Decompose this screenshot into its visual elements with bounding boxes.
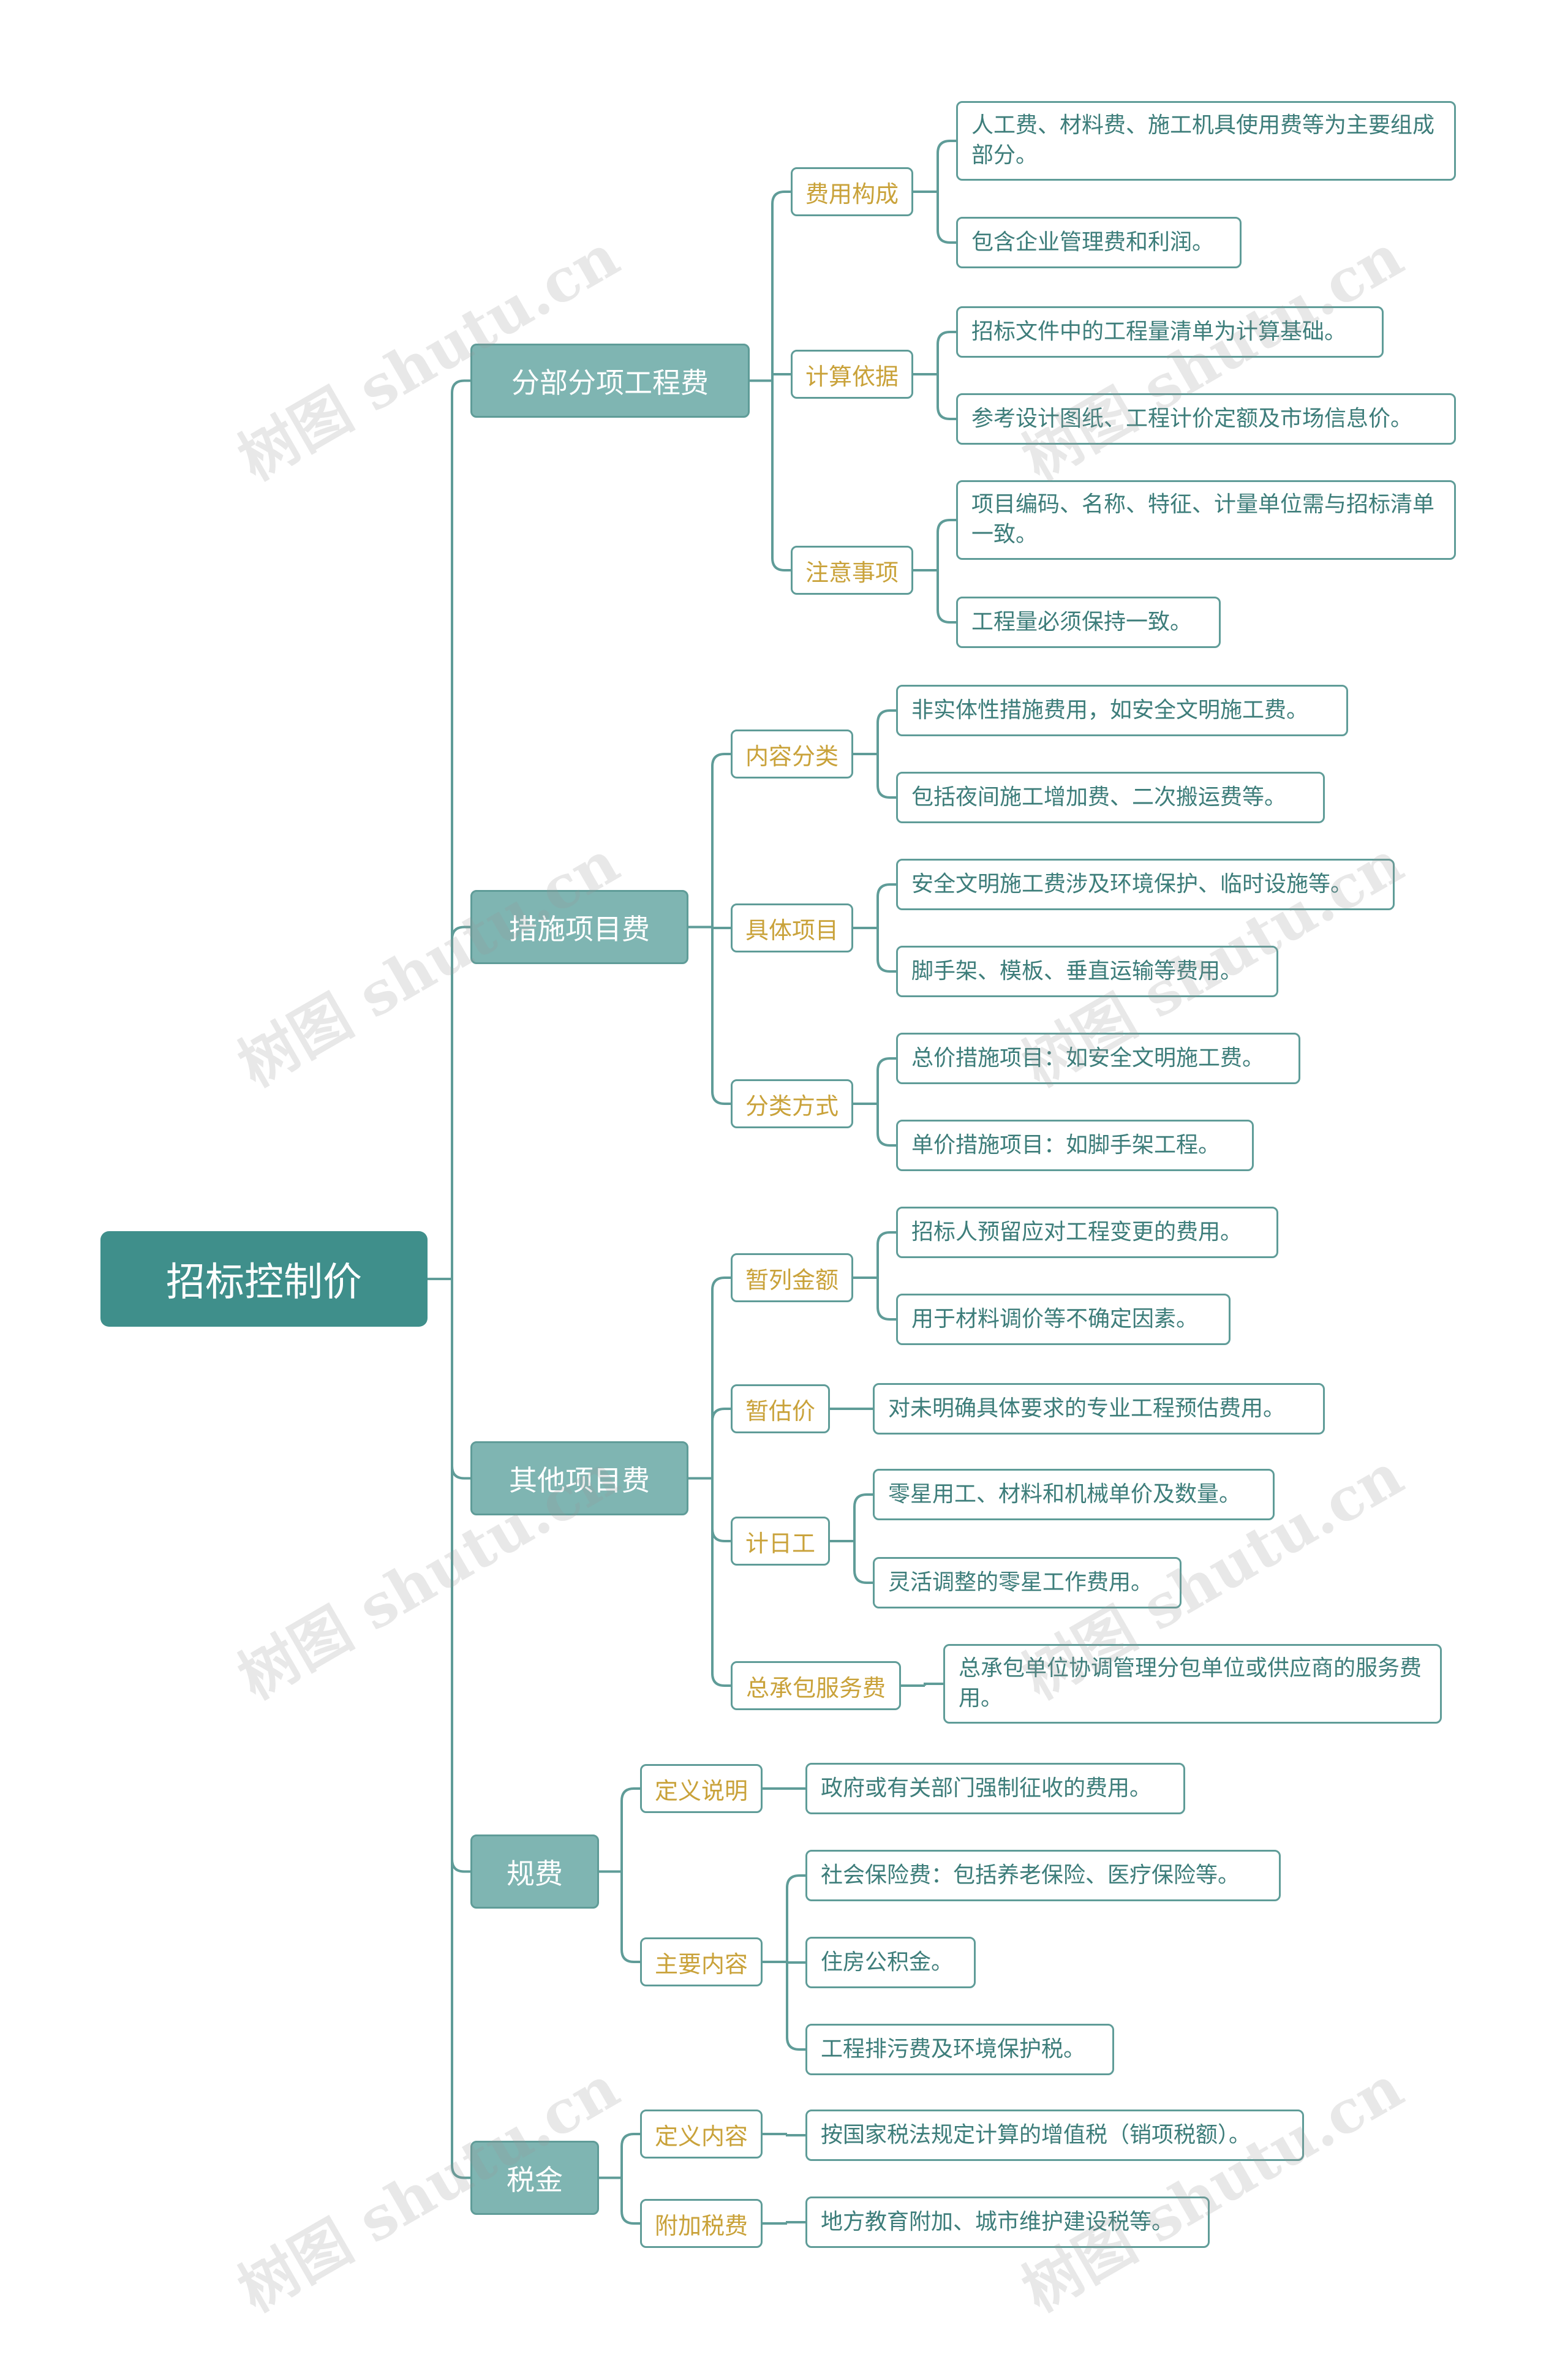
category-zongchengbao-fuwufei[interactable]: 总承包服务费 bbox=[731, 1661, 901, 1710]
connector-line bbox=[599, 2133, 640, 2225]
category-feiyong-goucheng[interactable]: 费用构成 bbox=[791, 167, 913, 216]
branch-guifei[interactable]: 规费 bbox=[470, 1834, 599, 1909]
leaf-item[interactable]: 按国家税法规定计算的增值税（销项税额）。 bbox=[805, 2110, 1304, 2161]
root-node[interactable]: 招标控制价 bbox=[100, 1231, 428, 1327]
leaf-item[interactable]: 总价措施项目：如安全文明施工费。 bbox=[896, 1033, 1300, 1084]
category-zanlie-jine[interactable]: 暂列金额 bbox=[731, 1253, 853, 1302]
leaf-item[interactable]: 非实体性措施费用，如安全文明施工费。 bbox=[896, 685, 1348, 736]
branch-fenbu[interactable]: 分部分项工程费 bbox=[470, 344, 750, 418]
leaf-item[interactable]: 灵活调整的零星工作费用。 bbox=[873, 1557, 1182, 1608]
category-jisuan-yiju[interactable]: 计算依据 bbox=[791, 350, 913, 399]
connector-line bbox=[688, 1276, 731, 1687]
leaf-item[interactable]: 项目编码、名称、特征、计量单位需与招标清单一致。 bbox=[956, 480, 1456, 560]
branch-cuoshi[interactable]: 措施项目费 bbox=[470, 890, 688, 964]
connector-line bbox=[901, 1683, 943, 1687]
leaf-item[interactable]: 安全文明施工费涉及环境保护、临时设施等。 bbox=[896, 859, 1395, 910]
leaf-item[interactable]: 社会保险费：包括养老保险、医疗保险等。 bbox=[805, 1850, 1281, 1901]
connector-line bbox=[688, 753, 731, 1105]
leaf-item[interactable]: 地方教育附加、城市维护建设税等。 bbox=[805, 2196, 1210, 2248]
leaf-item[interactable]: 总承包单位协调管理分包单位或供应商的服务费用。 bbox=[943, 1644, 1442, 1724]
leaf-item[interactable]: 零星用工、材料和机械单价及数量。 bbox=[873, 1469, 1275, 1520]
category-fujia-shuifei[interactable]: 附加税费 bbox=[640, 2199, 763, 2248]
connector-line bbox=[913, 140, 956, 244]
leaf-item[interactable]: 用于材料调价等不确定因素。 bbox=[896, 1294, 1231, 1345]
leaf-item[interactable]: 包含企业管理费和利润。 bbox=[956, 217, 1242, 268]
category-dingyi-neirong[interactable]: 定义内容 bbox=[640, 2110, 763, 2159]
category-jirigong[interactable]: 计日工 bbox=[731, 1517, 830, 1566]
leaf-item[interactable]: 单价措施项目：如脚手架工程。 bbox=[896, 1120, 1254, 1171]
category-dingyi-shuoming[interactable]: 定义说明 bbox=[640, 1764, 763, 1813]
connector-line bbox=[428, 379, 470, 2179]
category-zangujia[interactable]: 暂估价 bbox=[731, 1384, 830, 1433]
connector-line bbox=[853, 1231, 896, 1321]
connector-line bbox=[913, 519, 956, 624]
leaf-item[interactable]: 政府或有关部门强制征收的费用。 bbox=[805, 1763, 1185, 1814]
category-fenlei-fangshi[interactable]: 分类方式 bbox=[731, 1079, 853, 1128]
leaf-item[interactable]: 招标文件中的工程量清单为计算基础。 bbox=[956, 306, 1384, 358]
leaf-item[interactable]: 包括夜间施工增加费、二次搬运费等。 bbox=[896, 772, 1325, 823]
leaf-item[interactable]: 工程量必须保持一致。 bbox=[956, 597, 1221, 648]
leaf-item[interactable]: 招标人预留应对工程变更的费用。 bbox=[896, 1207, 1278, 1258]
category-neirong-fenlei[interactable]: 内容分类 bbox=[731, 730, 853, 779]
connector-line bbox=[599, 1787, 640, 1963]
connector-line bbox=[913, 331, 956, 420]
leaf-item[interactable]: 参考设计图纸、工程计价定额及市场信息价。 bbox=[956, 393, 1456, 445]
connector-line bbox=[853, 709, 896, 799]
category-zhuyi-shixiang[interactable]: 注意事项 bbox=[791, 546, 913, 595]
branch-qita[interactable]: 其他项目费 bbox=[470, 1441, 688, 1515]
category-juti-xiangmu[interactable]: 具体项目 bbox=[731, 903, 853, 952]
leaf-item[interactable]: 人工费、材料费、施工机具使用费等为主要组成部分。 bbox=[956, 101, 1456, 181]
connector-line bbox=[763, 2133, 805, 2136]
leaf-item[interactable]: 住房公积金。 bbox=[805, 1937, 976, 1988]
leaf-item[interactable]: 对未明确具体要求的专业工程预估费用。 bbox=[873, 1383, 1325, 1435]
category-zhuyao-neirong[interactable]: 主要内容 bbox=[640, 1937, 763, 1986]
connector-line bbox=[763, 1874, 805, 2051]
connector-line bbox=[853, 883, 896, 973]
connector-line bbox=[763, 2221, 805, 2225]
leaf-item[interactable]: 工程排污费及环境保护税。 bbox=[805, 2024, 1114, 2075]
branch-shuijin[interactable]: 税金 bbox=[470, 2141, 599, 2215]
connector-line bbox=[830, 1493, 873, 1584]
connector-line bbox=[853, 1057, 896, 1147]
leaf-item[interactable]: 脚手架、模板、垂直运输等费用。 bbox=[896, 946, 1278, 997]
connector-line bbox=[750, 190, 791, 571]
